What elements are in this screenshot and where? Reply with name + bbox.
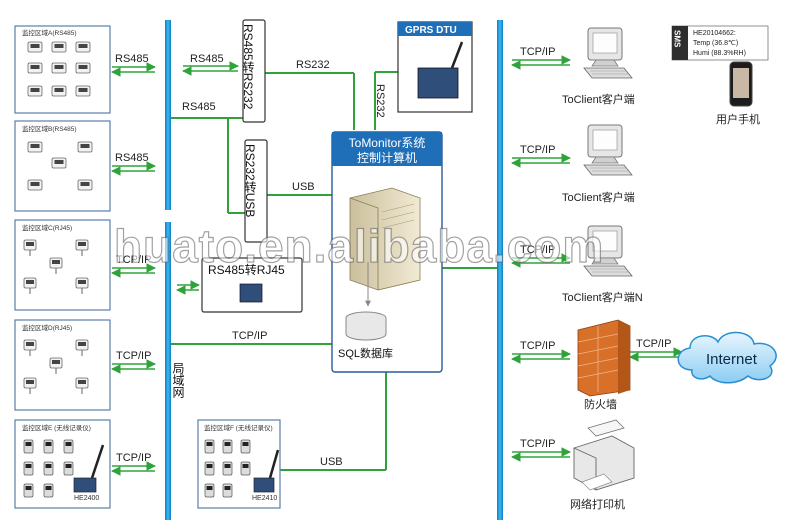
zone-f-title: 监控区域F (无线记录仪) [204,423,273,432]
zone-b: 监控区域B(RS485) [14,120,111,212]
label-rs485-bus: RS485 [190,53,224,65]
label-rs485-a: RS485 [115,53,149,65]
zone-e: 监控区域E (无线记录仪) HE2400 [14,419,111,509]
firewall: 防火墙 [577,319,631,411]
label-tcp-client3: TCP/IP [520,244,555,256]
converter-rs485-rs232: RS485转RS232 [241,19,266,123]
label-rs485-mid: RS485 [182,101,216,113]
server-title-line1: ToMonitor系统 [349,136,426,150]
double-arrows [111,55,683,476]
internet-cloud: Internet [677,331,777,384]
client-3: ToClient客户端N [562,225,643,304]
label-usb-top: USB [292,181,315,193]
converter-rs232-usb: RS232转USB [243,139,268,243]
phone-label: 用户手机 [716,112,760,126]
printer-icon [573,419,635,491]
label-tcp-client2: TCP/IP [520,144,555,156]
label-tcp-firewall: TCP/IP [520,340,555,352]
zone-d-title: 监控区域D(RJ45) [22,323,72,332]
converter-rs485-rj45-label: RS485转RJ45 [208,262,285,277]
watermark: huato.en.alibaba.com [114,220,604,272]
user-phone: SMS HE20104662: Temp (36.8℃) Humi (88.3%… [671,25,769,126]
printer-label: 网络打印机 [570,497,625,511]
server-title-line2: 控制计算机 [357,150,417,165]
label-tcp-zone-c: TCP/IP [116,254,151,266]
cloud-icon [677,331,777,384]
he2410-label: HE2410 [252,495,277,502]
converter-rs485-rs232-label: RS485转RS232 [241,24,255,110]
sms-line2: Temp (36.8℃) [693,40,738,47]
zone-c-title: 监控区域C(RJ45) [22,223,72,232]
rj45-module-icon [239,283,263,303]
zone-d: 监控区域D(RJ45) [14,319,111,411]
zone-b-title: 监控区域B(RS485) [22,124,77,133]
label-rs485-b: RS485 [115,152,149,164]
label-tcp-lan: TCP/IP [232,330,267,342]
zone-c: 监控区域C(RJ45) [14,219,111,311]
gprs-dtu: GPRS DTU [397,21,473,113]
client-1: ToClient客户端 [562,27,635,106]
sms-tag: SMS [673,30,682,48]
gprs-modem-icon [417,41,464,99]
zone-a-sensors [27,41,91,97]
he2400-device [73,444,105,493]
zone-e-title: 监控区域E (无线记录仪) [22,423,91,432]
database-label: SQL数据库 [338,346,393,360]
database-icon [345,311,387,341]
firewall-icon [577,319,631,397]
left-bus-top [165,20,171,210]
internet-label: Internet [706,351,758,368]
he2410-device [253,449,280,493]
lan-label: 局域网 [171,362,185,398]
client-2: ToClient客户端 [562,124,635,204]
client-1-label: ToClient客户端 [562,92,635,106]
sms-line3: Humi (88.3%RH) [693,50,746,57]
connection-lines [171,71,497,471]
network-printer: 网络打印机 [570,419,635,511]
left-bus-bottom [165,222,171,520]
zone-f: 监控区域F (无线记录仪) HE2410 [197,419,281,509]
zone-a-title: 监控区域A(RS485) [22,28,77,37]
control-server: ToMonitor系统 控制计算机 SQL数据库 [331,131,443,373]
label-usb-bottom: USB [320,456,343,468]
firewall-label: 防火墙 [584,397,617,411]
label-rs232: RS232 [296,59,330,71]
he2400-label: HE2400 [74,495,99,502]
label-tcp-zone-e: TCP/IP [116,452,151,464]
client-2-monitor-icon [583,124,633,176]
zone-a: 监控区域A(RS485) [14,25,111,114]
gprs-dtu-title: GPRS DTU [405,25,457,36]
label-tcp-internet: TCP/IP [636,338,671,350]
label-tcp-client1: TCP/IP [520,46,555,58]
client-3-label: ToClient客户端N [562,290,643,304]
label-tcp-printer: TCP/IP [520,438,555,450]
client-2-label: ToClient客户端 [562,190,635,204]
right-bus [497,20,503,520]
label-tcp-zone-d: TCP/IP [116,350,151,362]
phone-icon [729,61,753,107]
converter-rs232-usb-label: RS232转USB [243,144,257,217]
client-1-monitor-icon [583,27,633,79]
sms-line1: HE20104662: [693,30,736,37]
converter-rs485-rj45: RS485转RJ45 [201,257,303,313]
label-rs232-vertical: RS232 [374,84,386,118]
